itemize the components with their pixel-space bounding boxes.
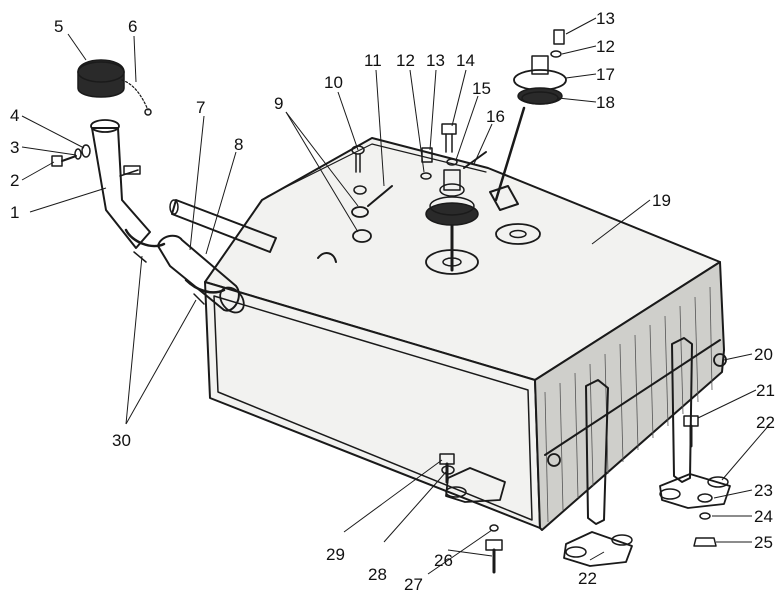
drain-bolt-bracket — [351, 145, 393, 243]
label-6: 6 — [128, 17, 137, 36]
drain-plug — [485, 524, 503, 574]
leader-lines — [21, 17, 771, 575]
fuel-tank — [204, 137, 725, 531]
fuel-gauge-sender-assembly — [420, 123, 487, 275]
label-9: 9 — [274, 94, 283, 113]
label-8: 8 — [234, 135, 243, 154]
tank-straps — [547, 337, 727, 525]
label-12a: 12 — [396, 51, 415, 70]
filler-neck — [90, 119, 166, 263]
callout-labels: 1 2 3 4 5 6 7 8 9 10 11 12 13 14 15 16 1… — [10, 9, 775, 594]
label-13a: 13 — [426, 51, 445, 70]
label-10: 10 — [324, 73, 343, 92]
label-13b: 13 — [596, 9, 615, 28]
tank-side-hatching — [544, 286, 713, 523]
label-12b: 12 — [596, 37, 615, 56]
bracket-bolt-set — [439, 453, 455, 484]
label-21: 21 — [756, 381, 775, 400]
label-1: 1 — [10, 203, 19, 222]
level-sensor-assembly — [489, 29, 567, 211]
label-22a: 22 — [756, 413, 775, 432]
label-28: 28 — [368, 565, 387, 584]
label-5: 5 — [54, 17, 63, 36]
mounting-brackets — [445, 467, 731, 567]
tank-outlet-flange — [495, 223, 541, 245]
label-30: 30 — [112, 431, 131, 450]
label-2: 2 — [10, 171, 19, 190]
breather-tube — [169, 199, 277, 253]
label-7: 7 — [196, 98, 205, 117]
label-29: 29 — [326, 545, 345, 564]
label-23: 23 — [754, 481, 773, 500]
label-27: 27 — [404, 575, 423, 594]
label-15: 15 — [472, 79, 491, 98]
label-19: 19 — [652, 191, 671, 210]
label-18: 18 — [596, 93, 615, 112]
small-fitting — [317, 252, 337, 263]
connecting-hose — [157, 234, 245, 314]
label-4: 4 — [10, 106, 19, 125]
label-14: 14 — [456, 51, 475, 70]
label-20: 20 — [754, 345, 773, 364]
label-22b: 22 — [578, 569, 597, 588]
label-16: 16 — [486, 107, 505, 126]
strap-bolt-set — [683, 415, 717, 547]
label-25: 25 — [754, 533, 773, 552]
label-24: 24 — [754, 507, 773, 526]
neck-bolt-set — [51, 144, 91, 167]
label-17: 17 — [596, 65, 615, 84]
label-26: 26 — [434, 551, 453, 570]
filler-cap — [77, 59, 152, 116]
label-11: 11 — [364, 51, 382, 70]
label-3: 3 — [10, 138, 19, 157]
